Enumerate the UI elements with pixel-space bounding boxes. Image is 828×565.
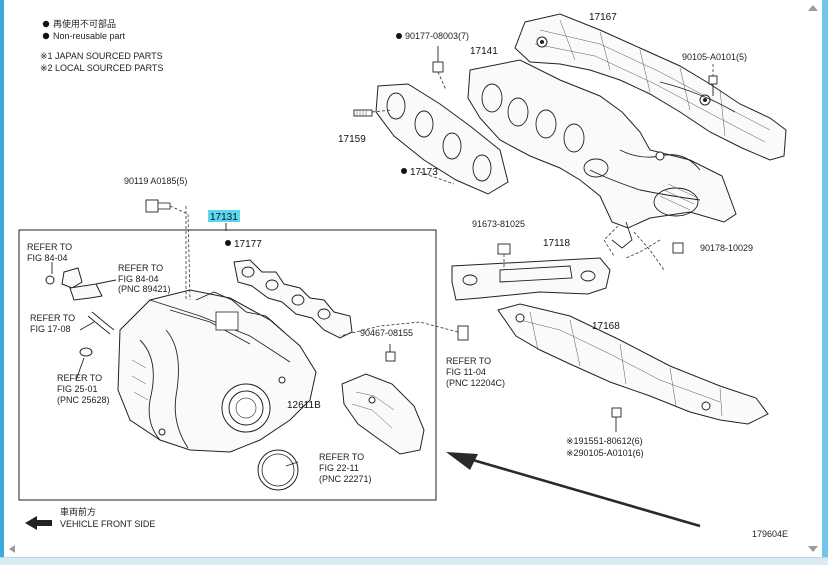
part-pcv-fitting [339,321,469,341]
figure-code: 179604E [752,529,788,539]
callout-90119: 90119 A0185(5) [124,176,187,186]
callout-90467: 90467-08155 [360,328,413,338]
ref2-line1: REFER TO [118,263,163,273]
callout-17177: 17177 [234,239,262,250]
part-seal [79,347,93,357]
legend-non-reusable-en: Non-reusable part [53,31,126,41]
callout-17131-highlight [208,210,240,222]
part-sensor [45,267,103,301]
part-90178-nut [625,239,684,259]
ref4-line2[interactable]: FIG 25-01 [57,384,98,394]
legend-local-sourced: ※2 LOCAL SOURCED PARTS [40,63,163,73]
part-throttle-gasket [257,449,299,491]
callout-12611B: 12611B [287,400,321,411]
filled-dot-icon [225,240,231,246]
ref2-line3: (PNC 89421) [118,284,171,294]
part-17159-stud [353,109,373,117]
part-90105-bolt [708,64,718,96]
filled-dot-icon [42,20,50,28]
callout-91673: 91673-81025 [472,219,525,229]
scroll-down-icon[interactable] [806,543,820,555]
ref1-line2[interactable]: FIG 84-04 [27,253,68,263]
front-label-en: VEHICLE FRONT SIDE [60,519,155,529]
part-17167-heat-insulator [514,13,787,161]
part-12611B-bracket [341,373,425,455]
ref3-line1: REFER TO [30,313,75,323]
part-90467-bolt [385,344,396,362]
part-17118-stay [451,257,611,301]
callout-90178: 90178-10029 [700,243,753,253]
callout-90105: 90105-A0101(5) [682,52,747,62]
scroll-left-icon[interactable] [6,543,18,555]
arrow-left-icon [25,516,52,530]
scroll-up-icon[interactable] [806,2,820,14]
leader-lines [185,71,665,300]
ref1-line1: REFER TO [27,242,72,252]
ref4-line1: REFER TO [57,373,102,383]
ref3-line2[interactable]: FIG 17-08 [30,324,71,334]
ref6-line1: REFER TO [319,452,364,462]
legend-japan-sourced: ※1 JAPAN SOURCED PARTS [40,51,163,61]
window-left-border [0,0,4,565]
front-label-jp: 車両前方 [60,506,96,517]
part-90177-nut [432,46,444,73]
part-90119-bolt [145,199,191,301]
filled-dot-icon [396,33,402,39]
ref5-line2[interactable]: FIG 11-04 [446,367,486,377]
filled-dot-icon [42,32,50,40]
filled-dot-icon [401,168,407,174]
part-91673-bolt [497,243,511,270]
callout-290105: ※290105-A0101(6) [566,448,644,458]
part-17177-gasket [233,259,353,339]
refer-labels: REFER TO FIG 84-04 REFER TO FIG 84-04 (P… [27,242,505,484]
ref2-line2[interactable]: FIG 84-04 [118,274,159,284]
legend: 再使用不可部品 Non-reusable part ※1 JAPAN SOURC… [40,18,163,73]
callout-17159: 17159 [338,134,366,145]
callout-17173: 17173 [410,167,438,178]
ref4-line3: (PNC 25628) [57,395,110,405]
part-91551-bolt [611,407,622,432]
callout-17167: 17167 [589,12,617,23]
callout-91551: ※191551-80612(6) [566,436,643,446]
window-bottom-bar [0,557,828,565]
ref6-line2[interactable]: FIG 22-11 [319,463,359,473]
callout-17168: 17168 [592,321,620,332]
part-17168-heat-insulator [497,303,769,425]
callout-17131[interactable]: 17131 [210,212,238,223]
callout-17141: 17141 [470,46,498,57]
ref5-line3: (PNC 12204C) [446,378,505,388]
front-direction-arrow [446,452,701,528]
legend-non-reusable-jp: 再使用不可部品 [53,18,116,29]
part-hose [87,311,115,335]
callouts: 17167 90177-08003(7) 17141 90105-A0101(5… [124,12,753,458]
part-17131-intake-manifold [117,289,317,453]
part-17173-gasket [375,83,509,195]
ref5-line1: REFER TO [446,356,491,366]
intake-manifold-group-box [18,229,437,501]
window-right-border [822,0,828,565]
callout-90177: 90177-08003(7) [405,31,469,41]
part-17141-exhaust-manifold [467,59,737,249]
vehicle-front-note: 車両前方 VEHICLE FRONT SIDE [25,506,155,530]
callout-17118: 17118 [543,238,571,249]
ref6-line3: (PNC 22271) [319,474,372,484]
